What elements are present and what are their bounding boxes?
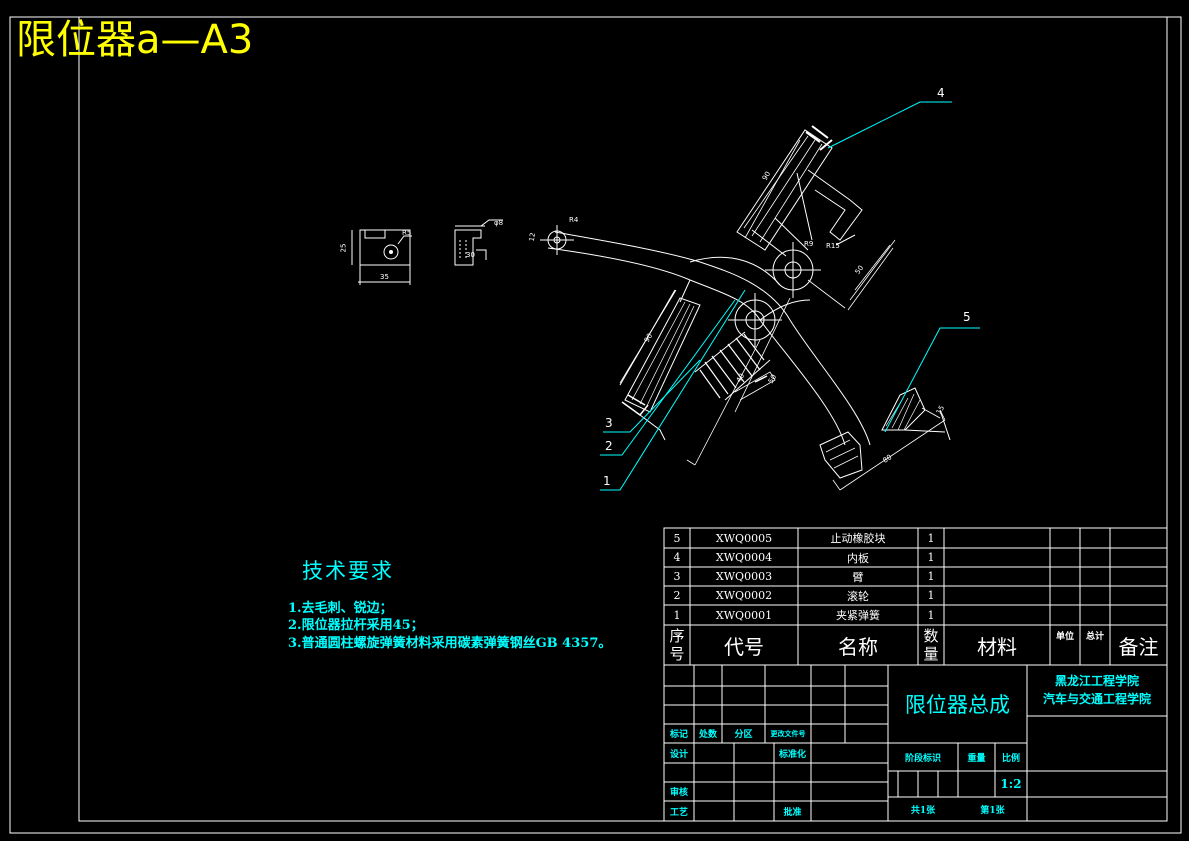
header-qty-top: 数: [923, 627, 939, 645]
leader-lines: [600, 101, 980, 491]
part-code: XWQ0002: [715, 589, 773, 602]
part-name: 内板: [847, 551, 869, 565]
dim-label: 30: [466, 251, 475, 259]
header-no: 序 号: [664, 625, 690, 665]
header-qty-bottom: 量: [923, 645, 939, 663]
tech-requirements-heading: 技术要求: [302, 559, 394, 583]
header-no-bottom: 号: [669, 645, 685, 663]
balloon-label: 1: [603, 474, 611, 488]
tb-approve: 批准: [783, 807, 802, 818]
dim-label: 25: [339, 243, 348, 253]
header-no-top: 序: [669, 627, 685, 645]
tb-scale-label: 比例: [1001, 753, 1020, 764]
part-code: XWQ0004: [715, 551, 773, 564]
tb-zone: 分区: [734, 730, 753, 740]
tb-change-doc: 更改文件号: [770, 728, 806, 738]
header-material: 材料: [977, 634, 1017, 659]
dim-label: 12: [527, 231, 538, 243]
balloon-label: 3: [605, 416, 613, 430]
balloon-label: 5: [963, 310, 971, 324]
dim-label: φ8: [494, 219, 504, 227]
header-name: 名称: [838, 634, 878, 659]
part-qty: 1: [927, 551, 935, 564]
tb-design: 设计: [669, 749, 688, 760]
org-line2: 汽车与交通工程学院: [1042, 691, 1151, 706]
header-total: 总计: [1085, 631, 1104, 642]
assembly-view: [540, 125, 951, 491]
part-no: 5: [673, 531, 681, 545]
dim-label: 35: [380, 273, 389, 281]
tech-requirement-item: 3.普通圆柱螺旋弹簧材料采用碳素弹簧钢丝GB 4357。: [288, 636, 612, 651]
dim-label: R5: [402, 229, 412, 237]
part-no: 4: [673, 551, 681, 564]
header-remark: 备注: [1118, 634, 1159, 659]
balloon-label: 4: [937, 86, 945, 100]
part-qty: 1: [927, 589, 935, 602]
tb-stage: 阶段标识: [904, 753, 941, 764]
tb-sheets-total: 共1张: [910, 805, 936, 816]
dim-label: R9: [804, 240, 814, 248]
tb-count: 处数: [698, 730, 717, 740]
part-no: 2: [673, 589, 681, 602]
tb-sheet-no: 第1张: [980, 805, 1005, 816]
drawing-name: 限位器总成: [905, 693, 1010, 717]
part-no: 3: [673, 570, 681, 583]
tb-standard: 标准化: [778, 749, 806, 760]
tb-scale-value: 1:2: [1000, 777, 1022, 791]
tb-process: 工艺: [669, 807, 688, 818]
header-unit: 单位: [1055, 631, 1074, 642]
tb-weight: 重量: [967, 753, 986, 764]
balloon-label: 2: [605, 439, 613, 453]
dim-label: R4: [569, 216, 579, 224]
part-name: 止动橡胶块: [830, 532, 886, 545]
tb-mark: 标记: [669, 730, 688, 740]
parts-list-grid: [663, 527, 1168, 666]
part-name: 夹紧弹簧: [836, 609, 880, 622]
drawing-title: 限位器a—A3: [16, 17, 254, 63]
tech-requirement-item: 2.限位器拉杆采用45；: [288, 618, 424, 633]
detail-view-block: [351, 229, 412, 285]
part-code: XWQ0001: [715, 608, 773, 622]
dim-label: R15: [826, 242, 840, 250]
title-block-grid: [663, 664, 1168, 822]
part-name: 臂: [852, 570, 864, 584]
tech-requirement-item: 1.去毛刺、锐边；: [288, 601, 393, 616]
part-code: XWQ0003: [715, 570, 773, 583]
part-code: XWQ0005: [715, 531, 773, 545]
inner-frame: [78, 16, 1168, 822]
part-qty: 1: [927, 531, 935, 545]
part-no: 1: [673, 608, 681, 622]
part-name: 滚轮: [847, 589, 869, 603]
part-qty: 1: [927, 570, 935, 583]
header-qty: 数 量: [918, 625, 944, 665]
detail-view-section: [454, 219, 503, 266]
tb-review: 审核: [669, 788, 688, 798]
header-code: 代号: [724, 634, 764, 659]
org-line1: 黑龙江工程学院: [1054, 673, 1139, 688]
part-qty: 1: [927, 608, 935, 622]
